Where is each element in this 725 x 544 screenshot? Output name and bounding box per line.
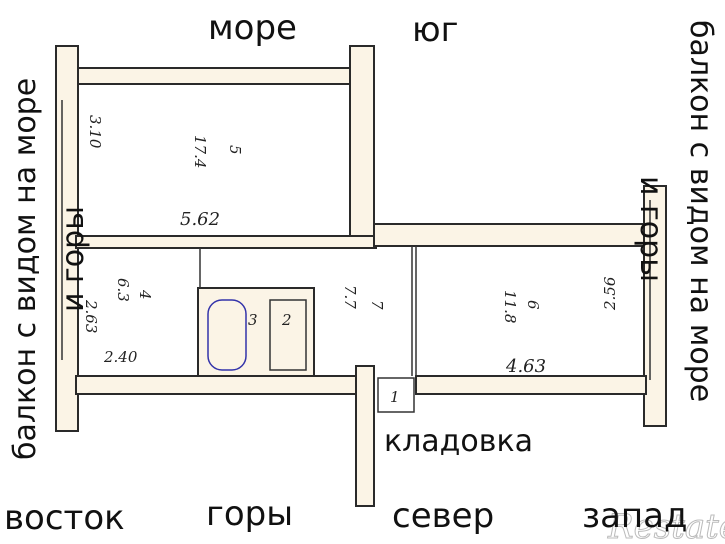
- wall-mid: [75, 235, 377, 249]
- wall-top: [75, 67, 361, 85]
- room1-number: 5: [226, 145, 244, 155]
- label-south: юг: [412, 10, 459, 50]
- label-east: восток: [4, 498, 125, 538]
- label-sea: море: [208, 8, 297, 48]
- toilet: [269, 299, 307, 371]
- label-right-balcony: балкон с видом на море: [683, 20, 718, 403]
- bathtub: [207, 299, 247, 371]
- wall-center: [349, 45, 375, 245]
- room2-width: 2.40: [103, 348, 138, 366]
- wc-number: 2: [281, 311, 292, 329]
- wall-bottom-right: [415, 375, 647, 395]
- label-mountains: горы: [206, 494, 294, 534]
- storage-number: 1: [390, 388, 400, 406]
- wall-bottom-left: [75, 375, 357, 395]
- room1-depth: 3.10: [86, 115, 104, 149]
- room2-area: 6.3: [114, 278, 132, 302]
- room1-area: 17.4: [191, 135, 209, 168]
- room3-number: 6: [524, 300, 542, 310]
- room1-width: 5.62: [180, 209, 220, 230]
- bath-number: 3: [248, 311, 258, 329]
- bath-block: [197, 287, 315, 377]
- label-left-mountains: и горы: [56, 206, 91, 312]
- storage-room: [377, 377, 415, 413]
- room3-area: 11.8: [501, 290, 519, 323]
- label-north: север: [392, 496, 495, 536]
- storage-wall: [355, 365, 375, 507]
- room3-width: 4.63: [505, 356, 546, 377]
- wall-right-top: [373, 223, 665, 247]
- room3-depth: 2.56: [601, 276, 619, 311]
- room2-number: 4: [136, 289, 154, 300]
- label-west: запад: [582, 496, 688, 536]
- label-right-mountains: и горы: [633, 176, 668, 282]
- room2-depth: 2.63: [82, 299, 100, 333]
- watermark: Restate: [607, 507, 725, 544]
- label-left-balcony: балкон с видом на море: [8, 77, 43, 460]
- label-storage: кладовка: [384, 424, 533, 459]
- hall-number: 7: [368, 300, 386, 310]
- hall-area: 7.7: [341, 285, 359, 309]
